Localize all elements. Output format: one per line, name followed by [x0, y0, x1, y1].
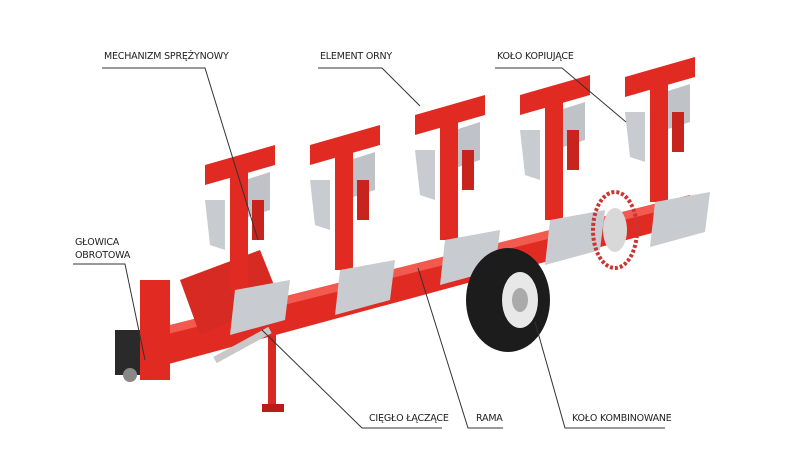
- label-frame: RAMA: [476, 413, 503, 424]
- plough-body: [625, 57, 710, 247]
- plough-body: [520, 75, 605, 265]
- label-combined-wheel: KOŁO KOMBINOWANE: [572, 413, 672, 424]
- support-leg: [262, 330, 284, 412]
- plough-body: [310, 125, 395, 315]
- plough-body: [205, 145, 290, 335]
- label-depth-wheel: KOŁO KOPIUJĄCE: [497, 51, 574, 62]
- label-spring-mechanism: MECHANIZM SPRĘŻYNOWY: [104, 51, 229, 62]
- label-rotary-head-line2: OBROTOWA: [75, 250, 131, 261]
- label-plough-body: ELEMENT ORNY: [320, 51, 393, 62]
- label-rotary-head-line1: GŁOWICA: [75, 237, 120, 248]
- rotary-head: [115, 280, 170, 382]
- depth-wheel: [591, 190, 639, 270]
- plough-bodies: [205, 57, 710, 335]
- leader-lines: [73, 67, 665, 429]
- label-connecting-rod: CIĘGŁO ŁĄCZĄCE: [369, 413, 449, 424]
- combined-wheel: [466, 248, 550, 352]
- connecting-rod: [213, 326, 272, 364]
